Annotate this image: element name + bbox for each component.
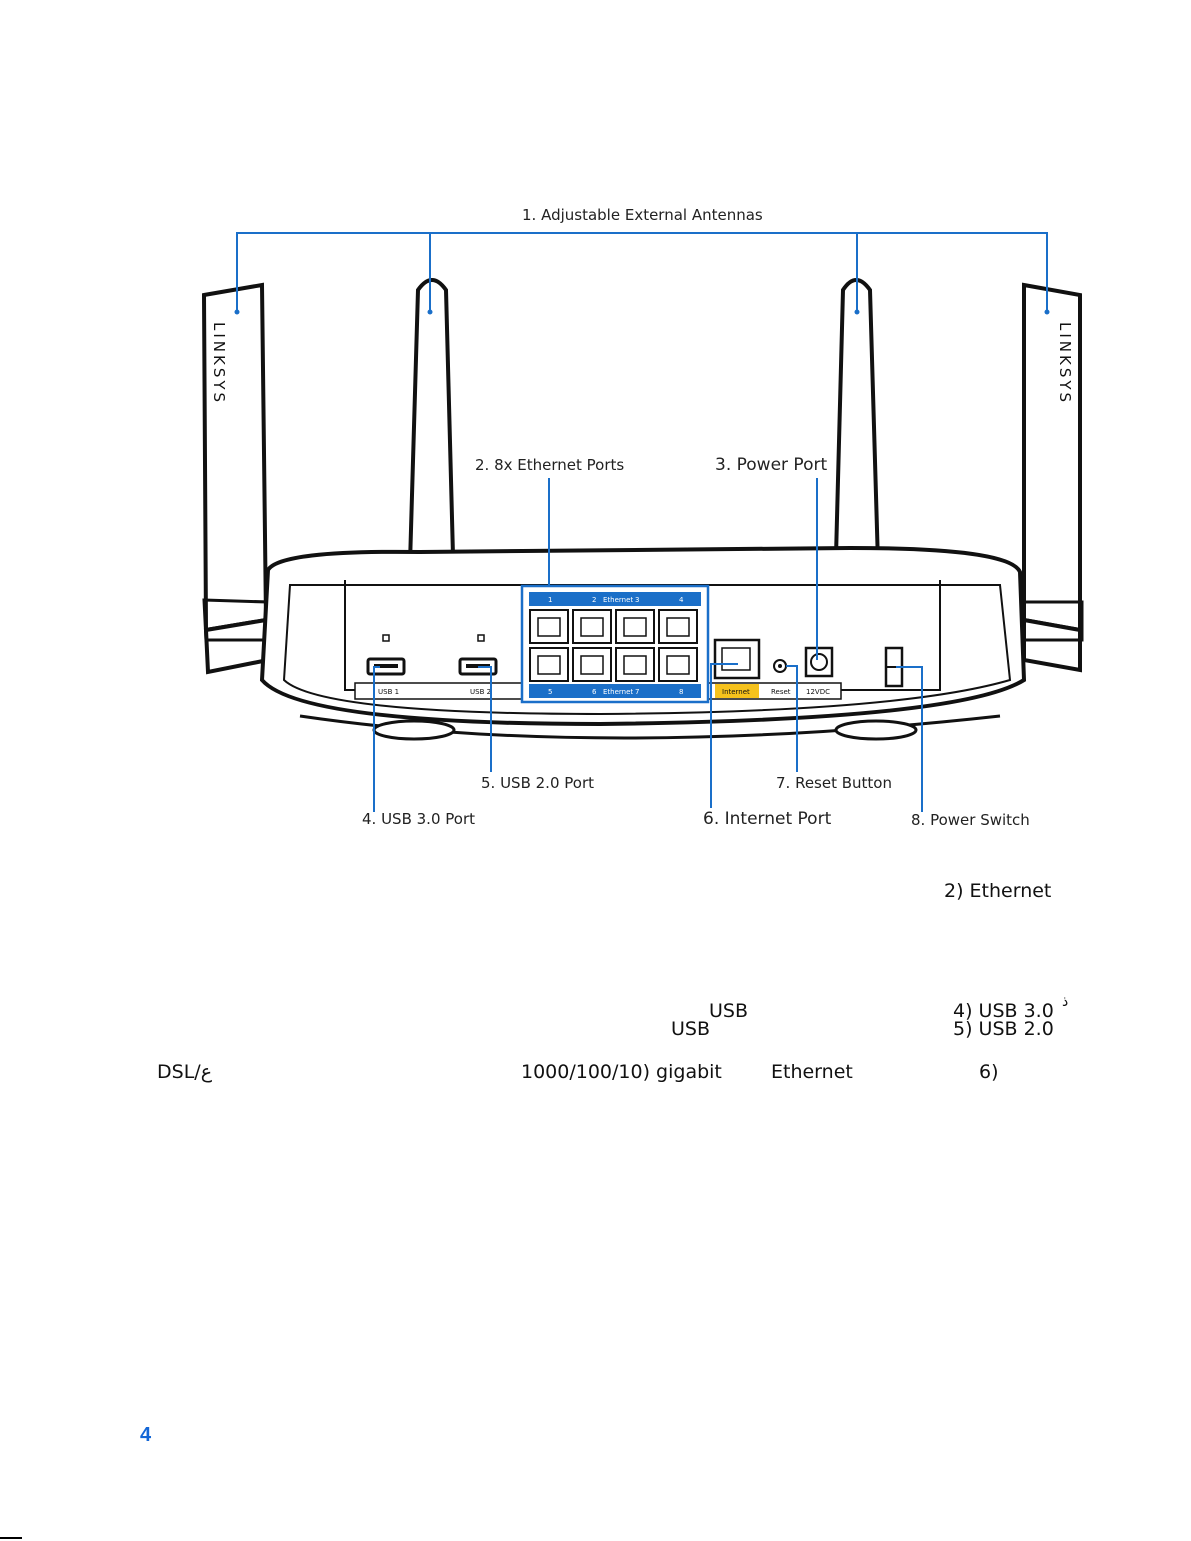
eth-top-label-2: 2 [592,596,596,604]
ethernet-jack [529,609,569,644]
usb2-label: USB 2 [470,688,491,696]
callout-power-port: 3. Power Port [715,455,828,475]
brand-logo-right: LINKSYS [1056,322,1074,405]
eth-top-label-4: 4 [679,596,684,604]
body-line4-dsl: DSL/ع [157,1061,213,1083]
callout-usb3-port: 4. USB 3.0 Port [362,810,475,828]
body-line3-usb: USB [671,1018,711,1040]
ethernet-jack [658,647,698,682]
ethernet-block: 1 2 Ethernet 3 4 5 6 Ethernet 7 8 [520,584,710,704]
right-outer-antenna: LINKSYS [1022,282,1084,673]
callout-ethernet-ports: 2. 8x Ethernet Ports [475,456,625,474]
ethernet-jack [615,647,655,682]
eth-bottom-label-6: 6 [592,688,597,696]
router-back-panel-diagram: LINKSYS LINKSYS USB 1 USB 2 1 2 [201,232,1084,812]
eth-bottom-label-5: 5 [548,688,552,696]
brand-logo-left: LINKSYS [210,322,228,405]
footer-rule [0,1537,22,1539]
ethernet-jack [572,647,612,682]
dc-label: 12VDC [806,688,830,696]
body-line4-six: 6) [979,1061,999,1083]
callout-lines [236,232,1048,812]
body-line4-ethernet: Ethernet [771,1061,853,1083]
body-line2-usb3: 4) USB 3.0 [953,1000,1054,1022]
left-outer-antenna: LINKSYS [201,282,272,675]
body-line2-usb: USB [709,1000,749,1022]
usb1-label: USB 1 [378,688,399,696]
eth-top-label-word: Ethernet [603,596,633,604]
ethernet-jack [658,609,698,644]
dc-power-jack: 12VDC [804,646,834,696]
body-line4-gigabit: 1000/100/10) gigabit [521,1061,722,1083]
ethernet-jack [529,647,569,682]
internet-port: Internet [713,638,761,698]
eth-bottom-label-7: 7 [635,688,639,696]
page-number: 4 [140,1424,152,1446]
callout-dots [234,309,1050,315]
body-line1-ethernet: 2) Ethernet [944,880,1052,902]
callout-internet-port: 6. Internet Port [703,809,832,829]
ethernet-jack [572,609,612,644]
internet-label: Internet [722,688,750,696]
ethernet-jack [615,609,655,644]
callout-reset-button: 7. Reset Button [776,774,892,792]
eth-bottom-label-word: Ethernet [603,688,633,696]
body-line3-usb2: 5) USB 2.0 [953,1018,1054,1040]
reset-button-hole: Reset [771,659,791,696]
eth-bottom-label-8: 8 [679,688,683,696]
eth-top-label-1: 1 [548,596,552,604]
body-line2-mark: ذ [1062,994,1069,1010]
callout-usb2-port: 5. USB 2.0 Port [481,774,594,792]
callout-antennas: 1. Adjustable External Antennas [522,206,763,224]
callout-power-switch: 8. Power Switch [911,811,1030,829]
eth-top-label-3: 3 [635,596,639,604]
reset-label: Reset [771,688,791,696]
